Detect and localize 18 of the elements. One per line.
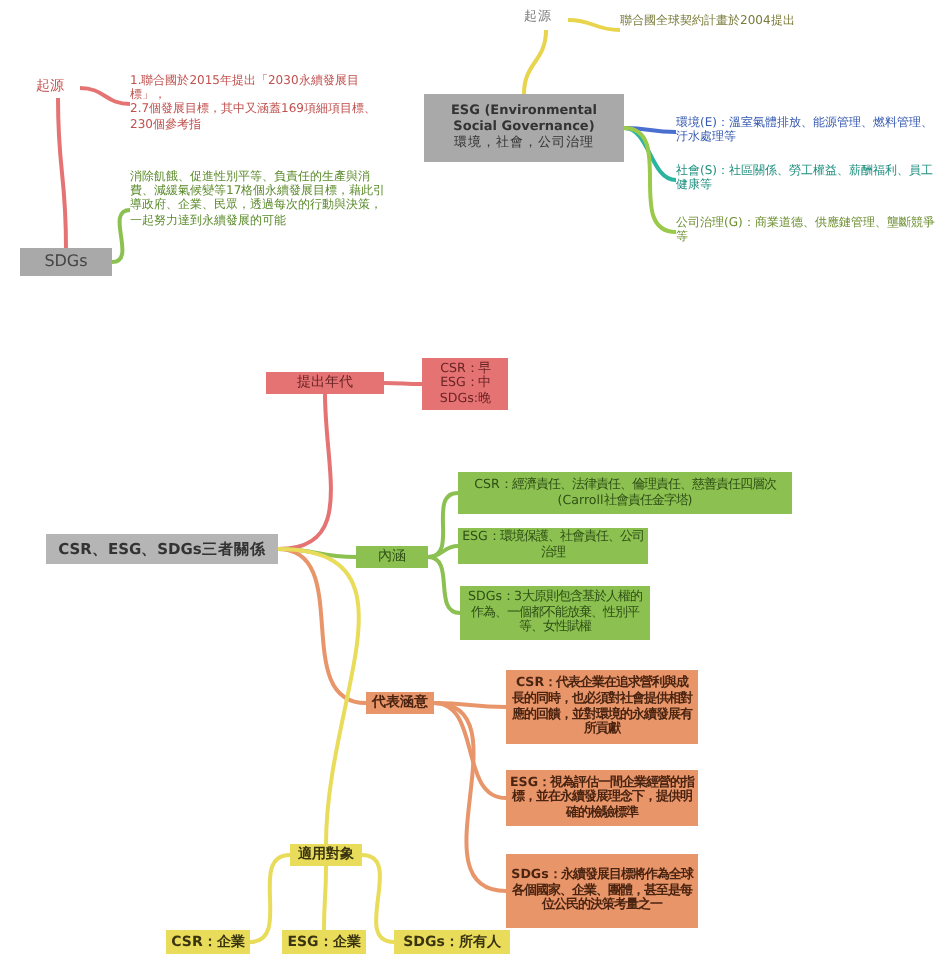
connector-line	[433, 701, 507, 800]
connector-line	[384, 381, 422, 386]
connector-line	[567, 18, 621, 32]
topic-box	[424, 94, 624, 162]
connector-line	[427, 544, 459, 559]
connector-line	[361, 853, 395, 944]
connector-line	[427, 555, 461, 615]
connector-line	[111, 208, 131, 264]
connector-line	[623, 126, 677, 234]
connector-line	[56, 97, 68, 249]
connector-line	[322, 866, 328, 930]
connector-line	[249, 853, 291, 944]
connector-line	[433, 701, 507, 893]
connector-line	[79, 86, 131, 106]
connector-line	[522, 29, 548, 95]
connector-line	[277, 547, 361, 845]
topic-box: SDGs	[20, 248, 112, 276]
connector-line	[623, 126, 677, 182]
